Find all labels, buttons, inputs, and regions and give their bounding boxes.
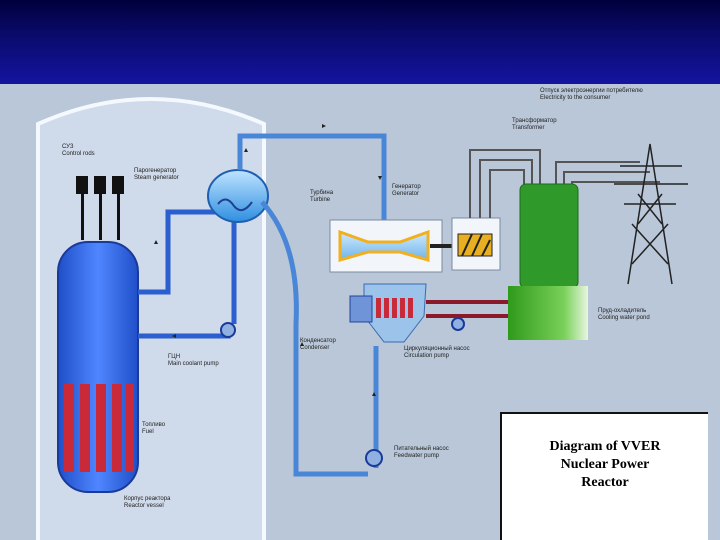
power-wires [469,149,660,218]
cooling-pond [508,286,588,340]
caption-line-2: Nuclear Power [560,457,650,472]
feedwater-pump [365,449,383,467]
fuel-rods [64,384,134,472]
caption-line-3: Reactor [581,475,629,490]
diagram-caption: Diagram of VVER Nuclear Power Reactor [500,412,708,540]
condenser-tubes [376,298,413,318]
steam-generator [207,169,269,223]
secondary-loop [237,133,387,477]
slide-header-band [0,0,720,84]
circulation-pump [451,317,465,331]
caption-line-1: Diagram of VVER [549,439,661,454]
transformer [519,183,579,289]
caption-title: Diagram of VVER Nuclear Power Reactor [502,438,708,492]
generator [457,233,493,257]
control-rods [76,176,124,240]
turbine [338,229,430,262]
flow-arrows [154,124,382,396]
transmission-tower [614,143,688,285]
cooling-pipes [426,300,508,318]
diagram-drawing [36,97,688,540]
main-pump [220,322,236,338]
